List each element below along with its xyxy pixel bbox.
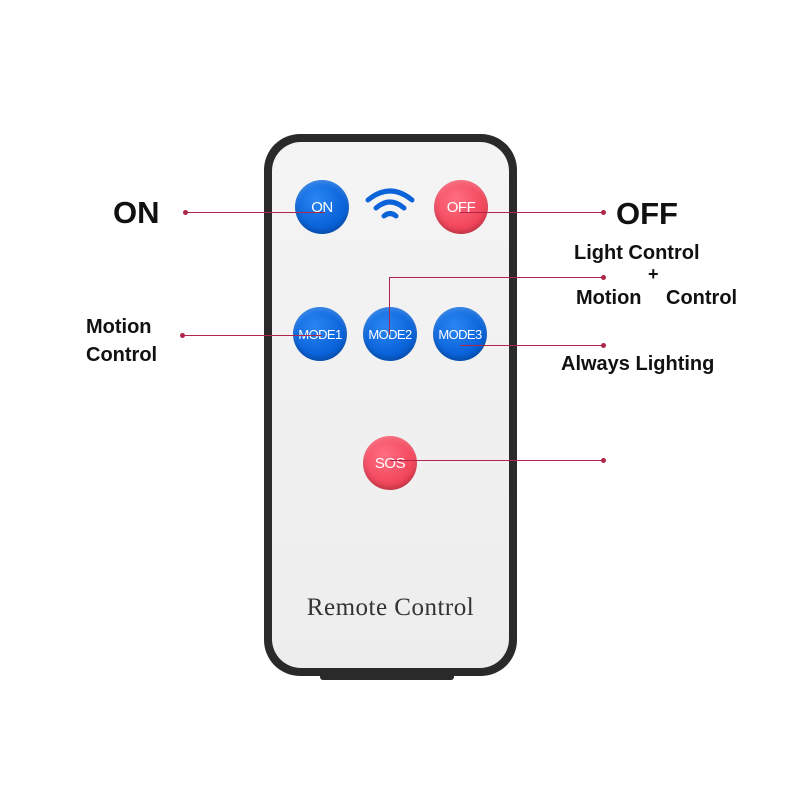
- callout-line-sos: [390, 460, 603, 461]
- mode1-button[interactable]: MODE1: [293, 307, 347, 361]
- callout-line-mode1: [182, 335, 322, 336]
- callout-dot-mode2: [601, 275, 606, 280]
- sos-button[interactable]: SOS: [363, 436, 417, 490]
- label-mode1: Motion Control: [86, 313, 157, 369]
- label-mode3: Always Lighting: [561, 353, 715, 375]
- mode3-button[interactable]: MODE3: [433, 307, 487, 361]
- mode2-button[interactable]: MODE2: [363, 307, 417, 361]
- label-mode2-line2a: Motion: [576, 287, 642, 309]
- on-button[interactable]: ON: [295, 180, 349, 234]
- callout-line-on: [185, 212, 325, 213]
- off-button[interactable]: OFF: [434, 180, 488, 234]
- remote-label: Remote Control: [306, 594, 475, 621]
- remote-bottom-edge: [320, 672, 454, 680]
- callout-line-off: [460, 212, 603, 213]
- label-mode2-line2b: Control: [666, 287, 738, 309]
- callout-dot-mode3: [601, 343, 606, 348]
- wifi-icon: [365, 188, 415, 219]
- label-mode1-line2: Control: [86, 344, 158, 366]
- label-mode2-line1: Light Control: [574, 242, 700, 264]
- label-mode1-line1: Motion: [86, 316, 152, 338]
- callout-dot-sos: [601, 458, 606, 463]
- label-on: ON: [113, 195, 160, 230]
- label-off: OFF: [616, 196, 678, 231]
- label-mode2-plus: +: [648, 264, 659, 284]
- callout-dot-off: [601, 210, 606, 215]
- callout-line-mode3: [460, 345, 603, 346]
- callout-line-mode2: [389, 277, 603, 278]
- callout-vline-mode2: [389, 277, 390, 335]
